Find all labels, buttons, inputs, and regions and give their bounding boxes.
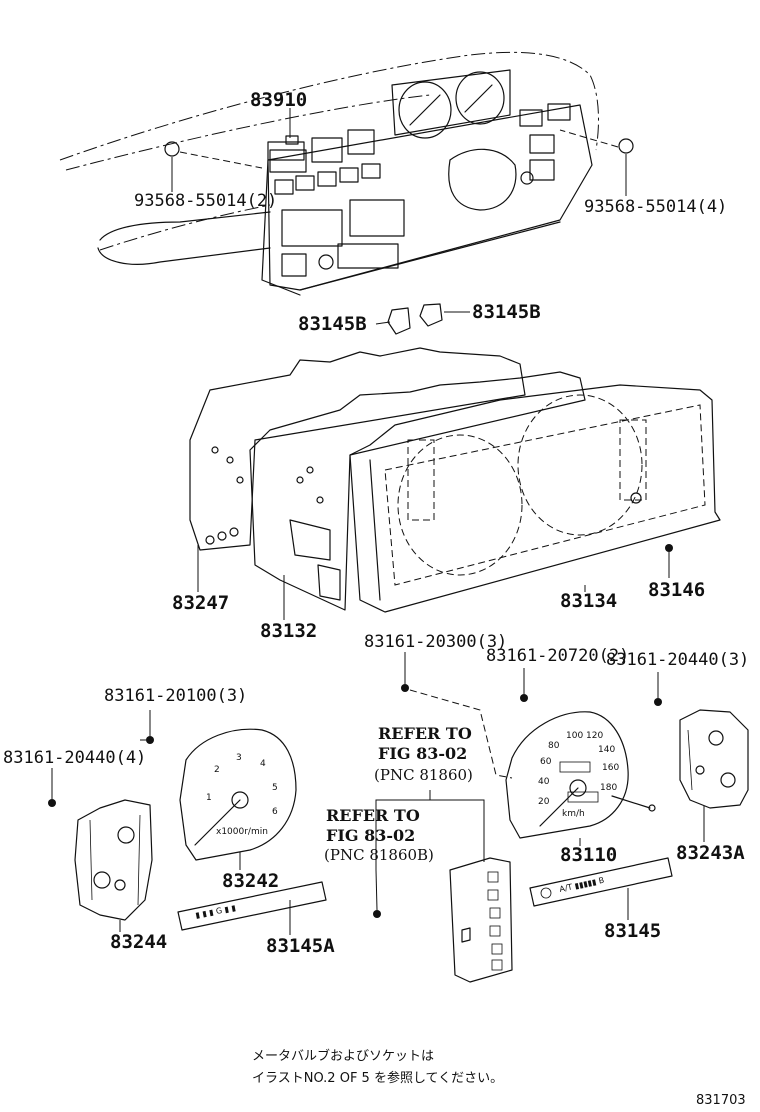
footnote-line2: イラストNO.2 OF 5 を参照してください。 <box>252 1071 504 1086</box>
ref1-line2: FIG 83-02 <box>378 744 468 763</box>
label-83145b-left: 83145B <box>298 313 367 335</box>
label-83161-20720: 83161-20720(2) <box>486 646 630 666</box>
speedo-dial-140: 140 <box>598 745 615 755</box>
tacho-dial-1: 1 <box>206 793 212 803</box>
label-83146: 83146 <box>648 579 706 601</box>
tacho-dial-2: 2 <box>214 765 220 775</box>
label-83134: 83134 <box>560 590 618 612</box>
speedo-unit: km/h <box>562 809 585 819</box>
speedo-dial-40: 40 <box>538 777 550 787</box>
lens-83145b-right <box>419 303 443 327</box>
speedo-dial-120: 120 <box>586 731 603 741</box>
combination-gauge-right <box>679 709 749 809</box>
speedo-dial-60: 60 <box>540 757 552 767</box>
label-83145: 83145 <box>604 920 662 942</box>
label-93568-55014-2: 93568-55014(2) <box>134 191 278 211</box>
label-83110: 83110 <box>560 844 618 866</box>
tacho-dial-5: 5 <box>272 783 278 793</box>
label-83244: 83244 <box>110 931 168 953</box>
label-83161-20100: 83161-20100(3) <box>104 686 248 706</box>
figure-id: 831703 <box>696 1093 746 1108</box>
speedo-dial-20: 20 <box>538 797 550 807</box>
ref2-line3: (PNC 81860B) <box>324 846 434 864</box>
ref2-line2: FIG 83-02 <box>326 826 416 845</box>
label-83242: 83242 <box>222 870 280 892</box>
instrument-panel-drawing <box>59 51 634 296</box>
tacho-dial-3: 3 <box>236 753 242 763</box>
speedometer-gauge: 20 40 60 80 100 120 140 160 180 km/h <box>505 711 656 839</box>
label-83132: 83132 <box>260 620 318 642</box>
label-83161-20440-right: 83161-20440(3) <box>606 650 750 670</box>
label-83161-20440-left: 83161-20440(4) <box>3 748 147 768</box>
footnote-line1: メータバルブおよびソケットは <box>252 1049 435 1064</box>
speedo-dial-80: 80 <box>548 741 560 751</box>
ref1-line1: REFER TO <box>378 724 472 743</box>
label-83247: 83247 <box>172 592 230 614</box>
plate-a-mark: ▮ ▮ ▮ G ▮ ▮ <box>195 903 237 920</box>
ref1-line3: (PNC 81860) <box>374 766 473 784</box>
tachometer-gauge: 1 2 3 4 5 6 x1000r/min <box>179 728 297 861</box>
speedo-dial-160: 160 <box>602 763 619 773</box>
combination-gauge-left <box>74 799 153 921</box>
plate-mark: A/T ▮▮▮▮▮ B <box>559 876 606 894</box>
tacho-dial-4: 4 <box>260 759 266 769</box>
tacho-dial-6: 6 <box>272 807 278 817</box>
tacho-unit: x1000r/min <box>216 827 268 837</box>
leader-lines <box>51 108 705 935</box>
socket-board <box>449 857 513 983</box>
label-93568-55014-4: 93568-55014(4) <box>584 197 728 217</box>
meter-assembly-drawing <box>189 347 721 613</box>
ref2-line1: REFER TO <box>326 806 420 825</box>
label-83910: 83910 <box>250 89 308 111</box>
label-83145b-right: 83145B <box>472 301 541 323</box>
lens-83145b-left <box>387 307 411 335</box>
label-83145a: 83145A <box>266 935 335 957</box>
screws <box>48 684 662 918</box>
speedo-dial-180: 180 <box>600 783 617 793</box>
speedo-dial-100: 100 <box>566 731 583 741</box>
label-83243a: 83243A <box>676 842 745 864</box>
label-83161-20300: 83161-20300(3) <box>364 632 508 652</box>
